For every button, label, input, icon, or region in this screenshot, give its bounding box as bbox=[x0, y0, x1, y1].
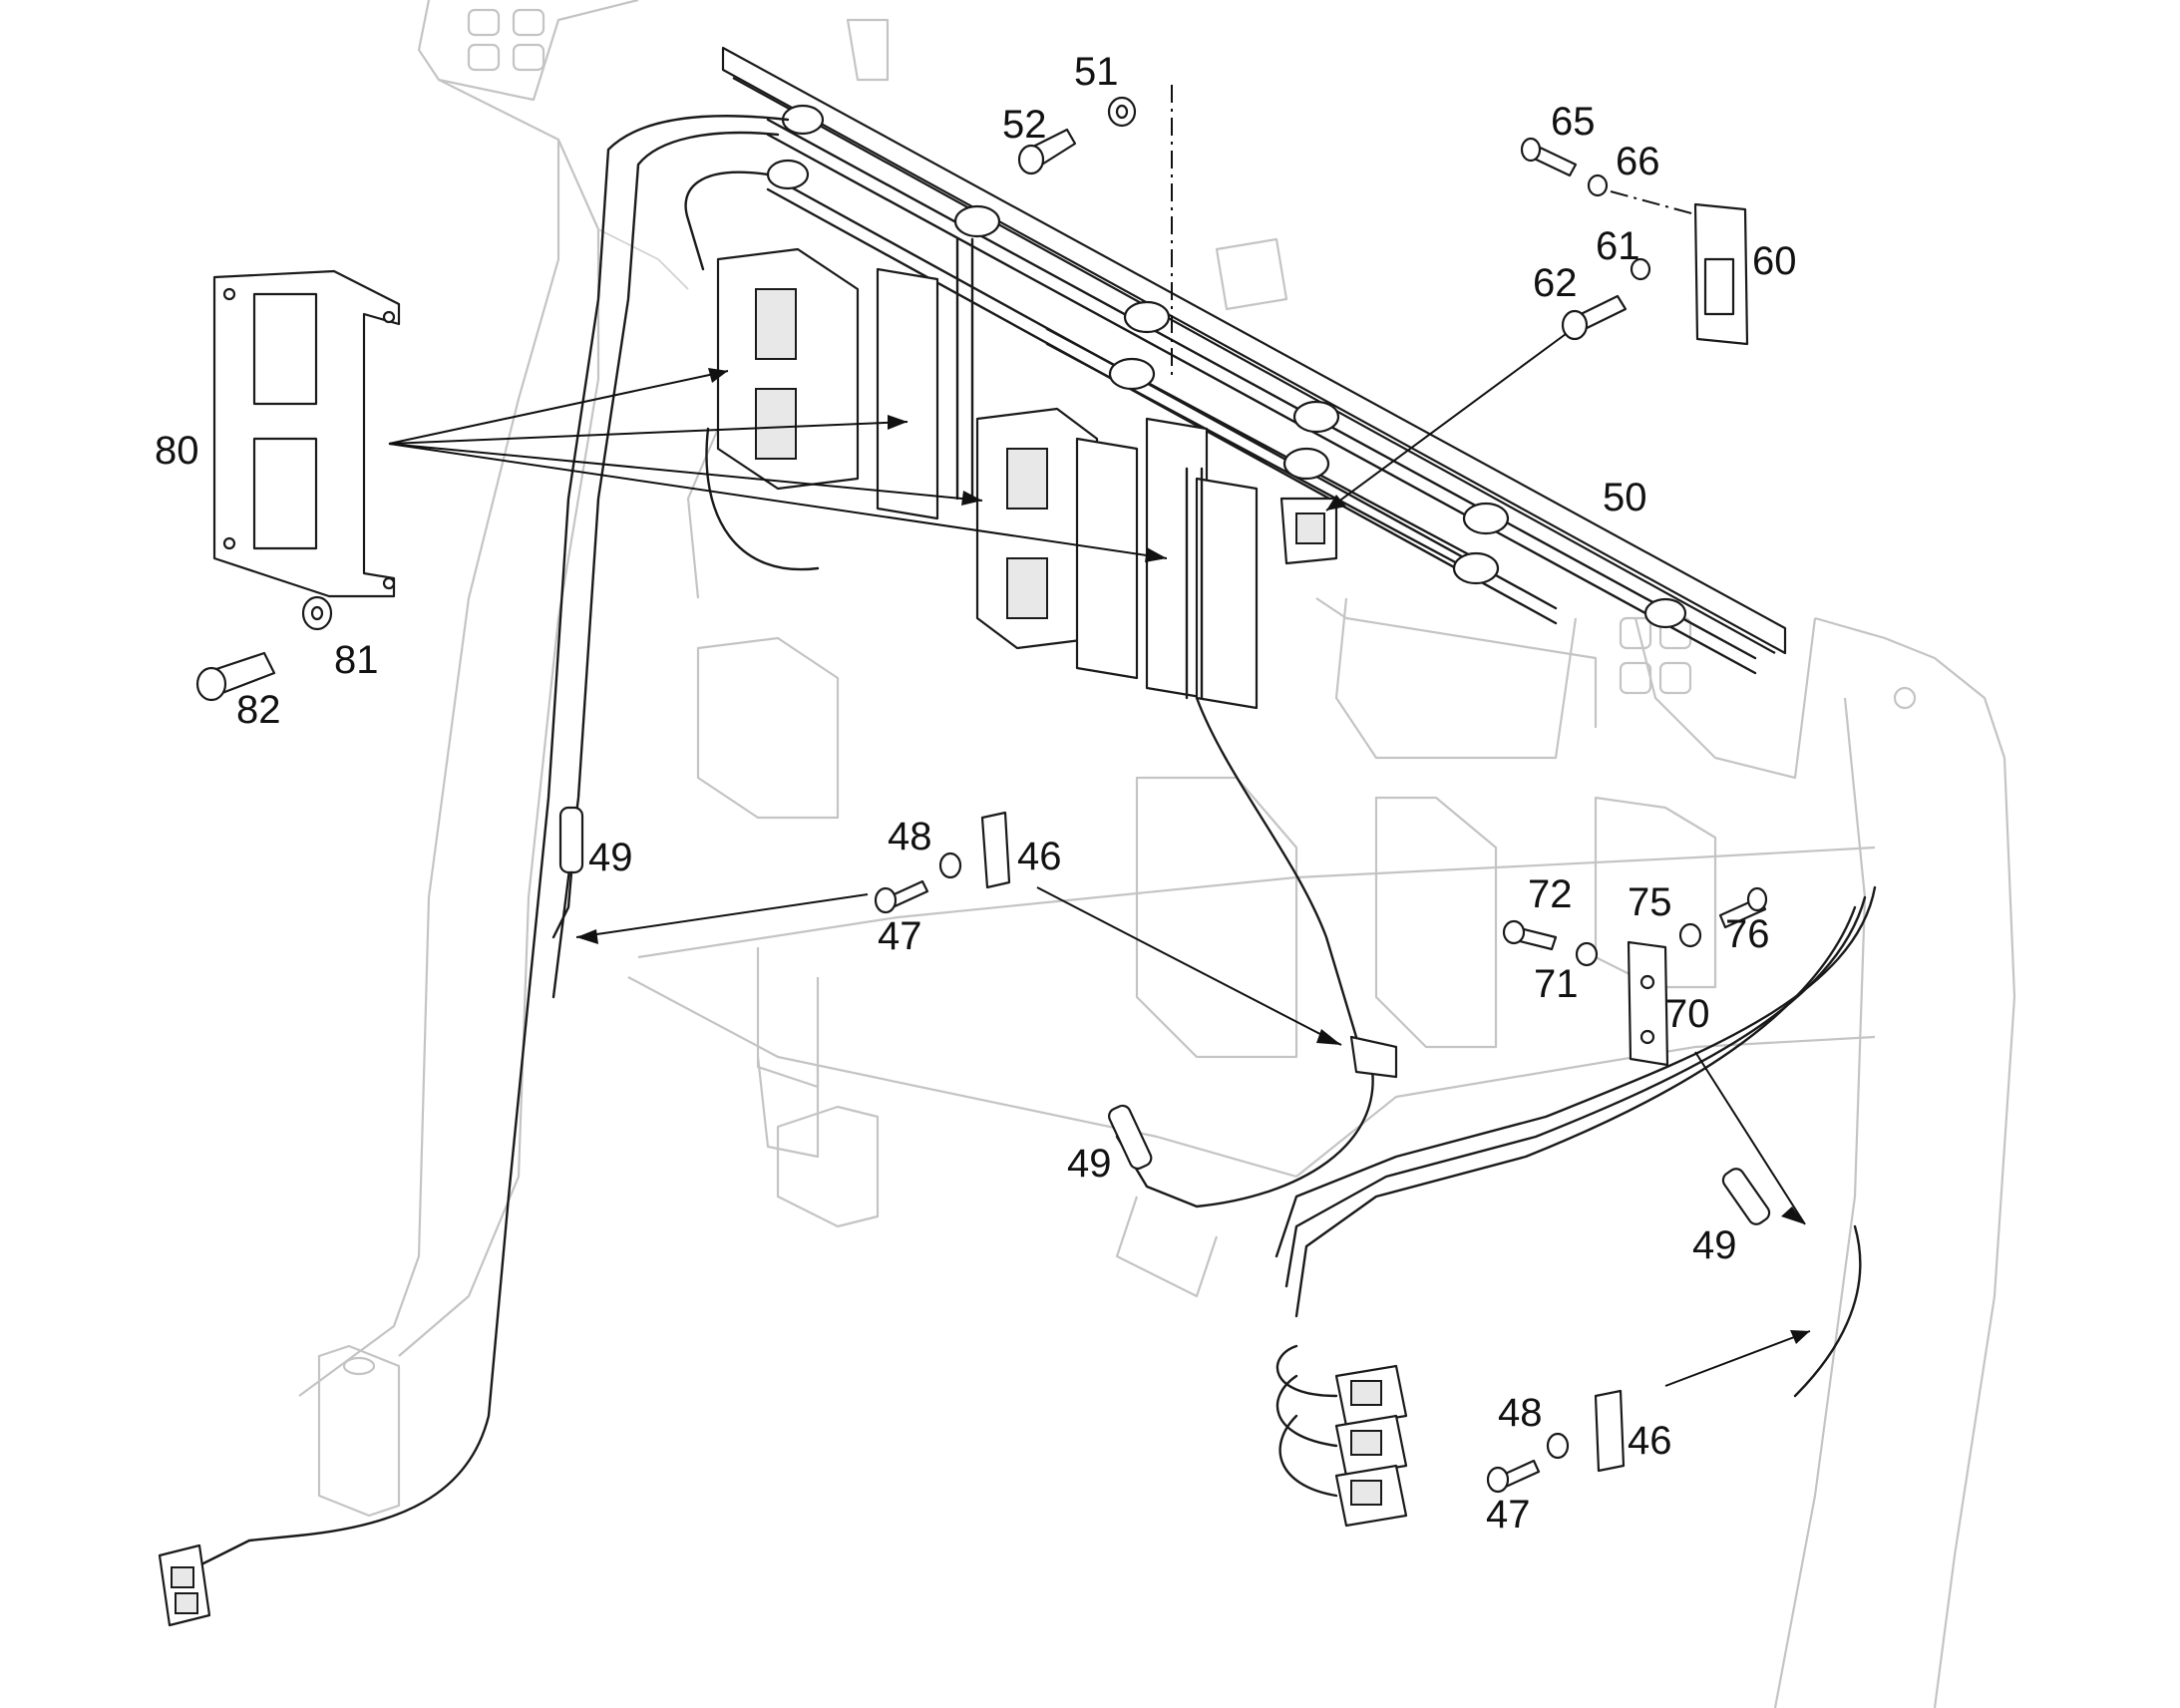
callout-50: 50 bbox=[1603, 476, 1647, 519]
callout-80: 80 bbox=[155, 429, 199, 473]
callout-47-right: 47 bbox=[1486, 1493, 1531, 1537]
callout-49-left: 49 bbox=[588, 836, 633, 879]
callout-47-left: 47 bbox=[878, 914, 922, 958]
callout-49-center: 49 bbox=[1067, 1142, 1112, 1186]
callout-46-left: 46 bbox=[1017, 835, 1062, 878]
callout-71: 71 bbox=[1534, 962, 1579, 1006]
callout-labels: 51 52 65 66 61 62 60 50 80 81 82 49 48 4… bbox=[155, 50, 1797, 1537]
fasteners bbox=[195, 96, 1771, 1494]
callout-81: 81 bbox=[334, 638, 379, 682]
callout-60: 60 bbox=[1752, 239, 1797, 283]
callout-61: 61 bbox=[1596, 224, 1640, 268]
callout-62: 62 bbox=[1533, 261, 1578, 305]
callout-52: 52 bbox=[1002, 103, 1047, 147]
leader-lines bbox=[388, 85, 1811, 1387]
callout-66: 66 bbox=[1616, 140, 1660, 183]
callout-70: 70 bbox=[1665, 992, 1710, 1036]
connector-panels bbox=[716, 237, 1259, 710]
callout-48-right: 48 bbox=[1498, 1391, 1543, 1435]
callout-46-right: 46 bbox=[1628, 1419, 1672, 1463]
callout-72: 72 bbox=[1528, 872, 1573, 916]
callout-48-left: 48 bbox=[888, 815, 932, 858]
callout-49-right: 49 bbox=[1692, 1223, 1737, 1267]
harness-end-connectors bbox=[158, 497, 1408, 1627]
callout-65: 65 bbox=[1551, 100, 1596, 144]
callout-82: 82 bbox=[236, 688, 281, 732]
harness-clips bbox=[766, 104, 1687, 629]
callout-75: 75 bbox=[1628, 880, 1672, 924]
callout-51: 51 bbox=[1074, 50, 1119, 94]
top-rail-assembly bbox=[721, 46, 1787, 675]
part-80-bracket bbox=[212, 269, 401, 598]
callout-76: 76 bbox=[1725, 912, 1770, 956]
wiring-harness bbox=[197, 115, 1877, 1567]
